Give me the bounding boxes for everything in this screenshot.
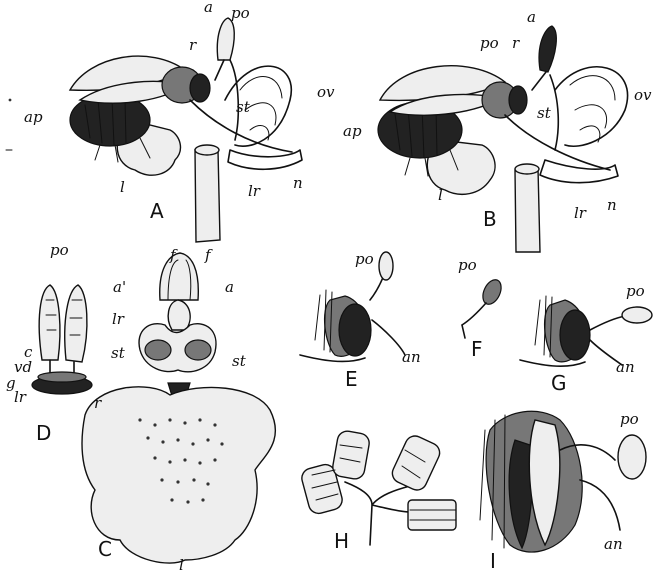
figure-a [70,18,302,242]
label-b-ov: ov [634,86,652,104]
figure-g-pollinium [622,307,652,323]
figure-c-stigma-right [185,340,211,360]
label-a-st: st [236,98,251,116]
figure-i-pollinium [618,435,646,479]
label-c-l: l [179,556,184,572]
caption-b: B [483,207,497,231]
label-e-an: an [402,348,421,366]
label-f-po: po [458,256,477,274]
label-i-po: po [620,410,639,428]
figure-f [462,277,505,338]
figure-a-pollinium [217,18,234,60]
label-a-a: a [204,0,213,16]
label-a-ap: ap [24,108,43,126]
caption-a: A [150,199,164,223]
label-a-r: r [189,36,197,54]
figure-b [378,26,628,252]
label-g-an: an [616,358,635,376]
label-a-n: n [293,174,303,192]
figure-d [32,285,92,394]
figure-e [300,252,405,361]
label-c-lr: lr [112,310,125,328]
label-b-r: r [512,34,520,52]
caption-f: F [471,337,483,361]
label-e-po: po [355,250,374,268]
label-g-po: po [626,282,645,300]
label-d-po: po [50,241,69,259]
figure-e-pollinium [379,252,393,280]
label-d-r: r [94,394,102,412]
caption-c: C [98,537,112,561]
caption-e: E [345,367,358,391]
label-b-n: n [607,196,617,214]
figure-g [520,296,652,366]
caption-h: H [334,529,349,553]
label-b-ap: ap [343,122,362,140]
label-b-po: po [480,34,499,52]
figure-h [300,430,456,545]
label-a-ov: ov [317,83,335,101]
label-a-lr: lr [248,182,261,200]
label-d-vd: vd [14,358,32,376]
label-i-an: an [604,535,623,553]
figure-c-stigma-left [145,340,171,360]
label-b-a: a [527,8,536,26]
label-c-st2: st [232,352,247,370]
label-b-l: l [438,186,443,204]
label-b-st: st [537,104,552,122]
label-a-po: po [231,4,250,22]
figure-b-pollinium [539,26,556,72]
caption-d: D [36,421,51,445]
caption-i: I [490,549,496,572]
figure-i [480,411,646,552]
label-b-lr: lr [574,204,587,222]
figure-c [82,253,275,563]
caption-g: G [551,371,567,395]
label-c-a: a [225,278,234,296]
label-c-st1: st [111,344,126,362]
label-a-l: l [120,178,125,196]
figure-a-stem [195,150,220,242]
label-c-f2: f [204,246,213,264]
figure-f-pollinium [479,277,504,307]
label-c-a-prime: a' [113,278,126,296]
label-d-lr: lr [14,388,27,406]
